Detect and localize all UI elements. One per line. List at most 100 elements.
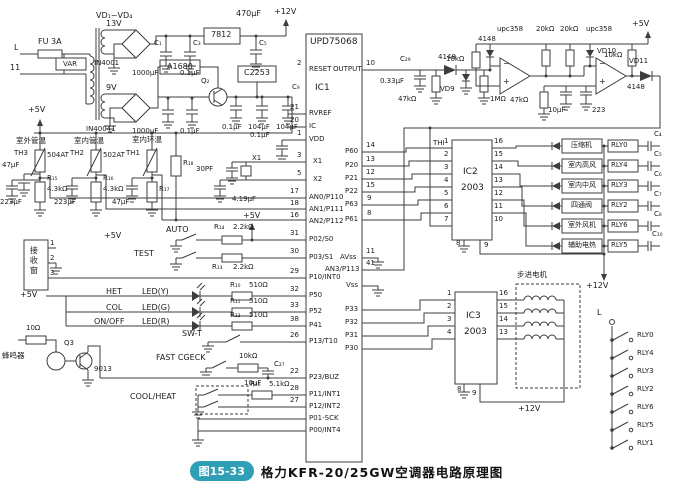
ic1-pin-name: VDD (309, 135, 325, 143)
c-ambient-value: 47μF (112, 198, 130, 206)
x1-value: 4.19μF (232, 195, 257, 203)
plus5v-opamp-label: +5V (632, 19, 650, 28)
q2-label: Q₂ (201, 77, 210, 85)
r15-label: R₁₅ (47, 174, 58, 182)
r10-label: R₁₀ (230, 281, 241, 289)
opamp-a-type-label: upc358 (497, 25, 524, 33)
opamp-b-type-label: upc358 (586, 25, 613, 33)
plus5v-key-label: +5V (104, 231, 122, 240)
ic1-pin-name: P13/T10 (309, 337, 338, 345)
ic1-pin-name: AVss (340, 253, 357, 261)
ic3-pin-number: 4 (447, 328, 452, 336)
indoor-pipe-temp-label: 室内管温 (74, 136, 104, 145)
ic1-pin-number: 9 (367, 194, 372, 202)
ic1-pin-name: AN0/P110 (309, 193, 344, 201)
c3-label: C₃ (193, 39, 201, 47)
ic1-pin-name: P12/INT2 (309, 402, 341, 410)
reg-a1680-label: A1680 (167, 62, 193, 71)
c-indoor-value: 223μF (54, 198, 76, 206)
sensor-section (5, 113, 306, 222)
ic1-pin-name: P22 (345, 187, 359, 195)
terminal-rly2-label: RLY2 (637, 385, 654, 393)
r26-label: R₂₆ (250, 380, 261, 388)
c3-value: 0.1μF (180, 69, 200, 77)
led-r-label: LED(R) (142, 317, 170, 326)
ic1-pin-number: 11 (366, 247, 375, 255)
buzzer-label: 蜂鸣器 (2, 351, 25, 360)
terminal-rly0-label: RLY0 (637, 331, 654, 339)
ic1-pin-number: 17 (290, 187, 299, 195)
r-buzzer-value: 10Ω (26, 324, 41, 332)
analog-section (362, 31, 661, 297)
ic1-pin-number: 30 (290, 247, 299, 255)
het-label: HET (106, 287, 122, 296)
ic2-pin-number: 9 (484, 241, 489, 249)
figure-number-badge: 图15-33 (189, 461, 254, 481)
io-section (18, 223, 306, 447)
ic1-pin-number: 5 (297, 169, 302, 177)
ic2-pin-number: 10 (494, 215, 503, 223)
ic1-pin-name: P01-SCK (309, 414, 339, 422)
ic2-pin-number: 4 (444, 176, 449, 184)
c4-value: 0.1μF (180, 127, 200, 135)
ic1-pin-name: RVREF (309, 109, 332, 117)
c27-label: C₂₇ (274, 360, 285, 368)
vd11-type-label: 4148 (627, 83, 645, 91)
opamp-a-noninverting-label: + (503, 77, 510, 86)
r-fast-value: 10kΩ (239, 352, 258, 360)
thi-net-label: THI (433, 139, 445, 147)
r10k-b-value: 10kΩ (604, 51, 623, 59)
ic3-pin-number: 15 (499, 302, 508, 310)
figure-caption: 图15-33 格力KFR-20/25GW空调器电路原理图 (0, 461, 693, 481)
bridge1-type-label: IN4001 (94, 59, 120, 67)
ic1-pin-number: 29 (290, 267, 299, 275)
stepper-motor-label: 步进电机 (517, 270, 547, 279)
r20k-1-value: 20kΩ (536, 25, 555, 33)
ic1-pin-name: P52 (309, 307, 323, 315)
c29-value: 0.33μF (380, 77, 405, 85)
c1-label: C₁ (154, 39, 162, 47)
ic1-part-label: UPD75068 (310, 37, 358, 47)
terminal-rly1-label: RLY1 (637, 439, 654, 447)
ic1-pin-name: AN2/P112 (309, 217, 344, 225)
ic1-pin-number: 1 (297, 129, 302, 137)
c5-label: C₅ (259, 39, 267, 47)
th2-label: TH2 (70, 149, 84, 157)
ic2-pin-number: 13 (494, 176, 503, 184)
ic1-pin-name: X1 (313, 157, 323, 165)
ic1-pin-name: P10/INT0 (309, 273, 341, 281)
th2-value: 502AT (103, 151, 125, 159)
relay-indoor-high-label: 室内高风 (568, 161, 596, 169)
r10-value: 510Ω (249, 281, 268, 289)
ic1-pin-name: P30 (345, 344, 359, 352)
ic1-pin-number: 27 (290, 396, 299, 404)
ic1-pin-number: 18 (290, 199, 299, 207)
r14-value: 2.2kΩ (233, 223, 254, 231)
vd10-label: VD10 (597, 47, 617, 55)
terminal-rly6-label: RLY6 (637, 403, 654, 411)
ic3-pin-number: 14 (499, 315, 508, 323)
ic1-pin-name: P33 (345, 305, 359, 313)
c9-label: C₉ (292, 83, 300, 91)
r11-label: R₁₁ (230, 297, 241, 305)
ic1-pin-number: 38 (290, 315, 299, 323)
plus5v-led-label: +5V (20, 290, 38, 299)
relay-c5-label: C₅ (654, 150, 662, 158)
ic1-pin-name: IC (309, 122, 316, 130)
ic1-pin-name: Vss (346, 281, 359, 289)
th1-label: TH1 (126, 149, 140, 157)
ic1-pin-number: 3 (297, 151, 302, 159)
onoff-label: ON/OFF (94, 317, 125, 326)
c2253-label: C2253 (244, 68, 270, 77)
r47k-b-value: 47kΩ (510, 96, 529, 104)
plus5v-pullup-label: +5V (243, 211, 261, 220)
relay-c8-label: C₈ (654, 210, 662, 218)
terminal-section (609, 319, 634, 451)
ic1-pin-name: AN3/P113 (325, 265, 360, 273)
d-4148-pullup-label: 4148 (478, 35, 496, 43)
reg-7812-label: 7812 (211, 30, 232, 39)
ic2-label: IC2 (463, 167, 478, 177)
line-l-label: L (14, 43, 19, 52)
receiver-window-label: 接收窗 (29, 246, 39, 276)
